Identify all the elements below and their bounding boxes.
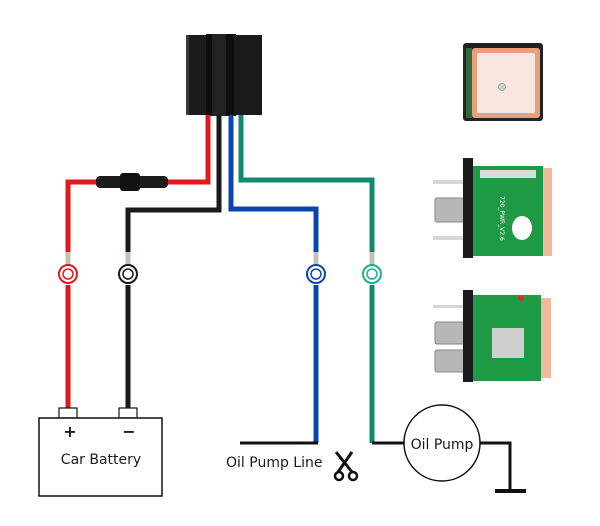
oil-pump-line-label: Oil Pump Line [226, 455, 322, 471]
battery-negative-label: − [122, 422, 135, 441]
battery-positive-label: + [63, 422, 76, 441]
board-component-view [433, 290, 551, 382]
battery-label: Car Battery [61, 452, 141, 468]
ring-terminal-green [362, 264, 382, 284]
board-marking: 720_PWR_V2.6 [498, 196, 505, 241]
scissors-icon [333, 451, 359, 482]
car-battery: + − Car Battery [38, 407, 163, 497]
ring-terminal-red [58, 264, 78, 284]
wire-green [238, 115, 382, 443]
fuse-holder [96, 173, 168, 191]
wire-blue [228, 115, 326, 443]
wire-black [118, 115, 222, 410]
ring-terminal-black [118, 264, 138, 284]
oil-pump: Oil Pump [403, 404, 481, 482]
oil-pump-label: Oil Pump [411, 437, 474, 453]
board-side-view: 720_PWR_V2.6 [433, 158, 552, 258]
ground-line [480, 441, 512, 491]
relay-device [186, 34, 262, 116]
wire-red [58, 115, 211, 410]
ring-terminal-blue [306, 264, 326, 284]
gps-antenna-module [463, 43, 543, 121]
